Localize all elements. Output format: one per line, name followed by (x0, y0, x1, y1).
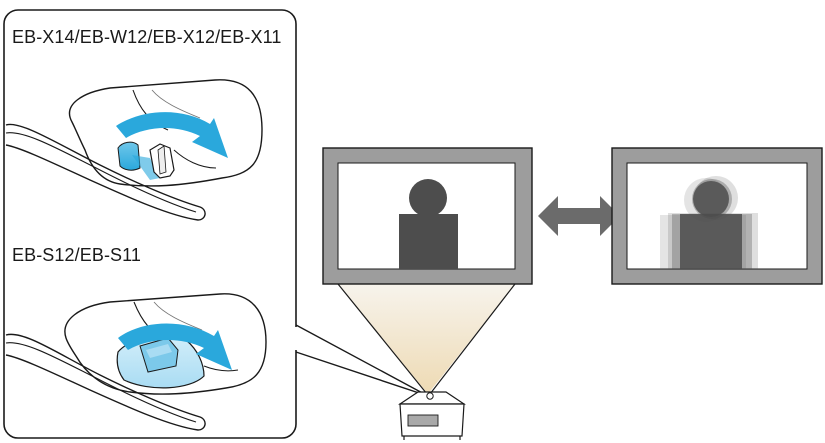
projector-edge-top (5, 123, 206, 221)
model-label-top: EB-X14/EB-W12/EB-X12/EB-X11 (12, 27, 282, 47)
model-label-bottom: EB-S12/EB-S11 (12, 245, 142, 265)
person-silhouette (399, 179, 458, 269)
projection-beam (338, 284, 515, 394)
blurred-person-silhouette (660, 176, 758, 269)
focus-ring-diagram-top (5, 79, 263, 221)
curved-arrow-icon (118, 323, 232, 370)
projector (398, 391, 466, 440)
projector-edge-bottom (5, 333, 206, 431)
double-headed-arrow-icon (538, 196, 620, 236)
lens-recess-top (69, 79, 263, 187)
curved-arrow-icon (116, 112, 228, 158)
screen-in-focus (322, 147, 533, 285)
screen-out-of-focus (611, 147, 823, 285)
focus-lever-diagram-bottom (5, 293, 267, 431)
